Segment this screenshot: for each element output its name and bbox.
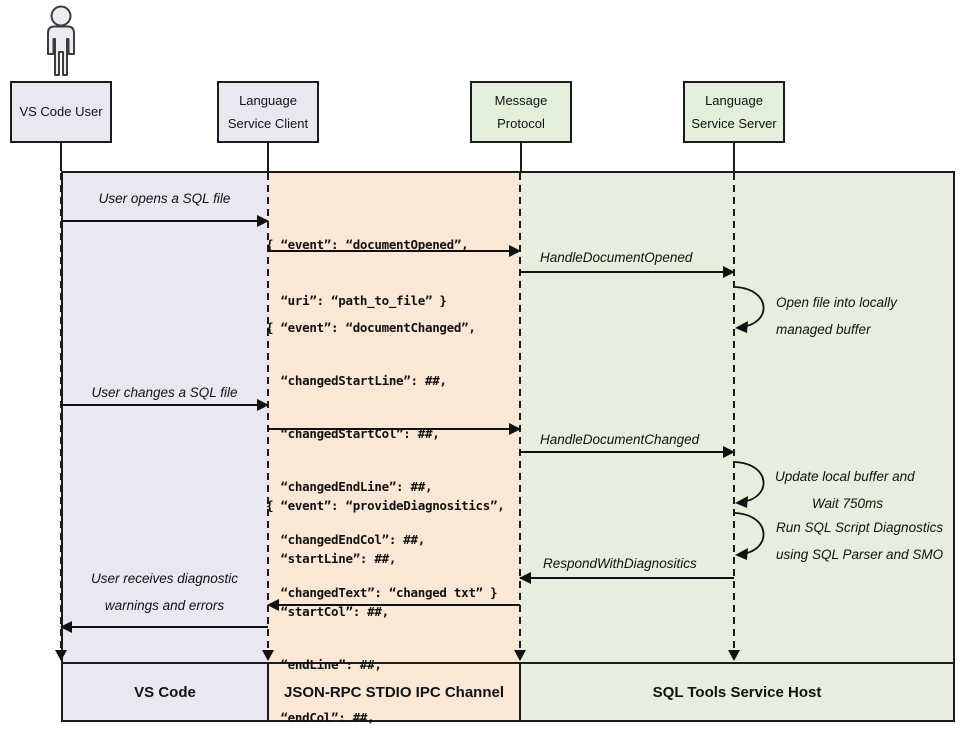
- payload-line: “startLine”: ##,: [266, 551, 397, 566]
- arrow-handle-opened: [520, 266, 735, 278]
- label-receive-line1: User receives diagnostic: [90, 571, 239, 586]
- lane-ipc-channel: [268, 171, 520, 722]
- label-loop2-line1: Update local buffer and: [775, 469, 915, 484]
- footer-vscode: VS Code: [134, 684, 196, 701]
- footer-divider-1: [267, 663, 269, 722]
- payload-document-changed: { “event”: “documentChanged”, “changedSt…: [266, 286, 498, 634]
- lifeline-user: [60, 173, 62, 650]
- lifeline-end-arrow: [55, 650, 67, 661]
- connector-line: [733, 143, 735, 171]
- footer-channel: JSON-RPC STDIO IPC Channel: [283, 684, 505, 701]
- actor-box-vscode-user: VS Code User: [10, 81, 112, 143]
- label-handle-changed: HandleDocumentChanged: [540, 432, 700, 447]
- actor-label: Service Server: [691, 115, 777, 131]
- label-respond: RespondWithDiagnositics: [543, 556, 697, 571]
- payload-line: “startCol”: ##,: [266, 604, 389, 619]
- lifeline-server: [733, 173, 735, 650]
- payload-line: “changedEndLine”: ##,: [266, 479, 433, 494]
- actor-box-language-service-server: Language Service Server: [683, 81, 785, 143]
- lane-vscode: [61, 171, 268, 722]
- arrow-opened-payload: [268, 245, 521, 257]
- lane-service-host: [520, 171, 955, 722]
- actor-box-language-service-client: Language Service Client: [217, 81, 319, 143]
- connector-line: [60, 143, 62, 171]
- payload-provide-diagnostics: { “event”: “provideDiagnositics”, “start…: [266, 464, 505, 732]
- label-user-opens-file: User opens a SQL file: [98, 191, 231, 206]
- arrow-changed-payload: [268, 423, 521, 435]
- arrow-user-opens-file: [61, 215, 269, 227]
- footer-separator: [61, 662, 955, 664]
- payload-line: { “event”: “documentChanged”,: [266, 320, 476, 335]
- payload-line: “changedText”: “changed txt” }: [266, 585, 498, 600]
- lifeline-end-arrow: [262, 650, 274, 661]
- footer-divider-2: [519, 663, 521, 722]
- actor-label: Protocol: [497, 115, 545, 131]
- arrow-respond-diagnostics: [519, 572, 734, 584]
- payload-line: “changedStartLine”: ##,: [266, 373, 447, 388]
- lifeline-client: [267, 173, 269, 650]
- label-loop1-line2: managed buffer: [776, 322, 871, 337]
- actor-box-message-protocol: Message Protocol: [470, 81, 572, 143]
- payload-line: “endCol”: ##,: [266, 710, 375, 725]
- label-handle-opened: HandleDocumentOpened: [540, 250, 693, 265]
- payload-line: “uri”: “path_to_file” }: [266, 293, 447, 308]
- actor-label: Message: [494, 92, 548, 108]
- label-loop2-line2: Wait 750ms: [812, 496, 884, 511]
- actor-label: Language: [239, 92, 297, 108]
- arrow-user-changes-file: [61, 399, 269, 411]
- label-loop3-line2: using SQL Parser and SMO: [776, 547, 944, 562]
- label-loop3-line1: Run SQL Script Diagnostics: [776, 520, 944, 535]
- connector-line: [520, 143, 522, 171]
- arrow-user-receives: [60, 621, 268, 633]
- lifeline-end-arrow: [514, 650, 526, 661]
- label-user-changes-file: User changes a SQL file: [91, 385, 238, 400]
- payload-line: { “event”: “provideDiagnositics”,: [266, 498, 505, 513]
- label-receive-line2: warnings and errors: [104, 598, 225, 613]
- arrow-diagnostics-payload: [267, 599, 520, 611]
- lifeline-protocol: [519, 173, 521, 650]
- actor-label: Service Client: [227, 115, 309, 131]
- actor-label: VS Code User: [19, 104, 103, 119]
- payload-line: “changedEndCol”: ##,: [266, 532, 425, 547]
- payload-line: { “event”: “documentOpened”,: [266, 237, 469, 252]
- payload-line: “changedStartCol”: ##,: [266, 426, 440, 441]
- actor-label: Language: [705, 92, 763, 108]
- payload-document-opened: { “event”: “documentOpened”, “uri”: “pat…: [266, 202, 469, 344]
- label-loop1-line1: Open file into locally: [776, 295, 897, 310]
- footer-host: SQL Tools Service Host: [652, 684, 822, 701]
- payload-line: “endLine”: ##,: [266, 657, 382, 672]
- lifeline-end-arrow: [728, 650, 740, 661]
- arrow-handle-changed: [520, 446, 735, 458]
- connector-line: [267, 143, 269, 171]
